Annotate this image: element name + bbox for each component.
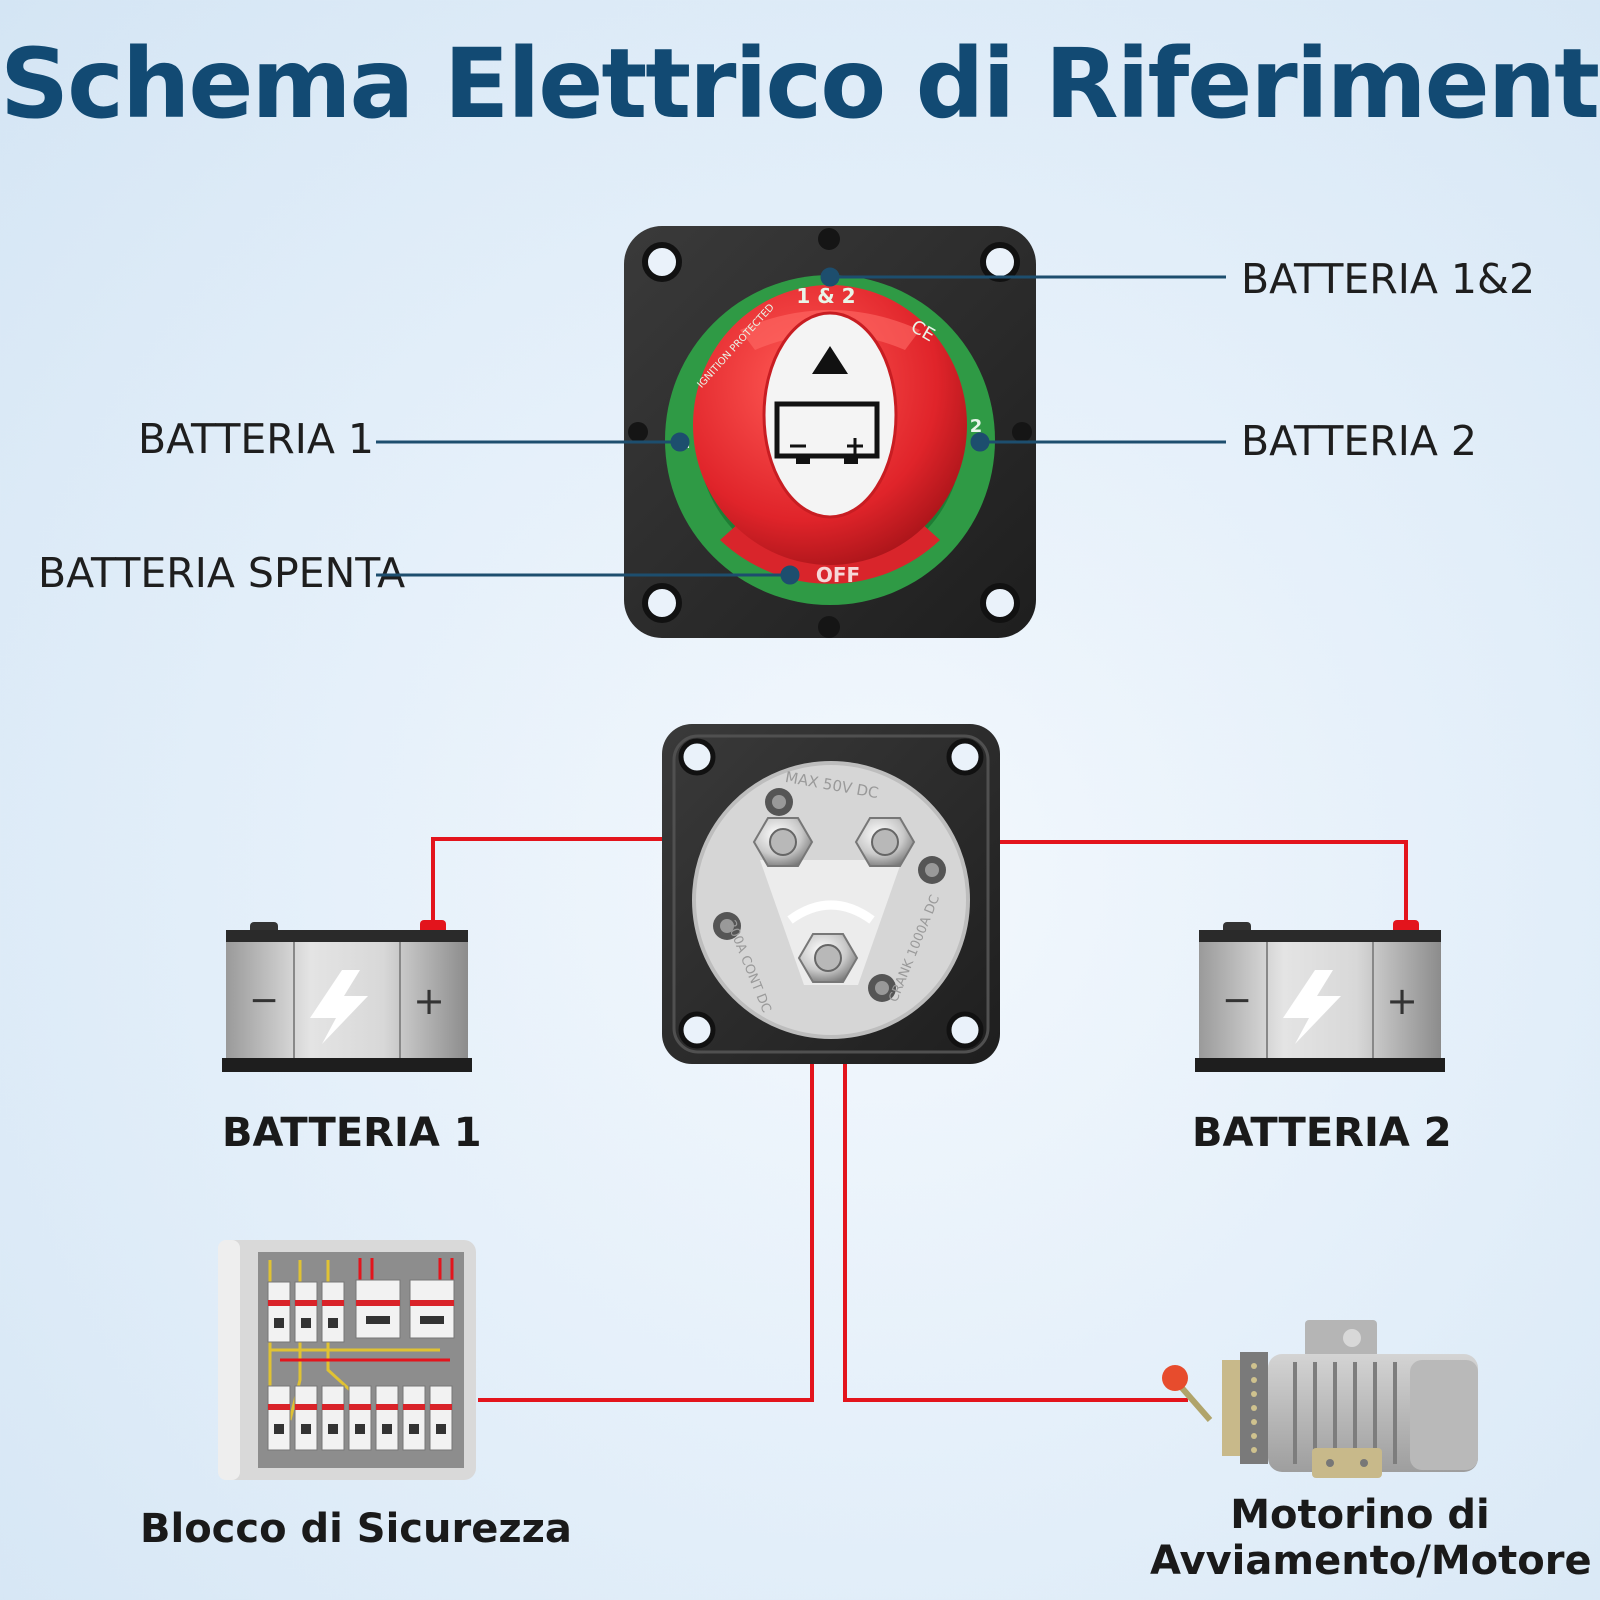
starter-motor-label-line1: Motorino di: [1230, 1492, 1490, 1538]
switch-mark-off: OFF: [816, 563, 860, 587]
callout-battery-both: BATTERIA 1&2: [1241, 255, 1536, 303]
battery-1-label: BATTERIA 1: [222, 1110, 482, 1156]
switch-mark-both: 1 & 2: [796, 284, 855, 308]
battery-2-illustration: − +: [1195, 920, 1445, 1072]
battery-1-illustration: − +: [222, 920, 472, 1072]
battery-switch-rear: MAX 50V DC 200A CONT DC CRANK 1000A DC: [662, 724, 1000, 1064]
battery-2-minus: −: [1222, 980, 1252, 1021]
callout-battery-off: BATTERIA SPENTA: [38, 549, 406, 597]
fuse-block-label: Blocco di Sicurezza: [140, 1506, 572, 1552]
battery-2-plus: +: [1386, 979, 1418, 1023]
page-title: Schema Elettrico di Riferimento: [0, 28, 1600, 140]
callout-lines: [376, 267, 1226, 585]
battery-2-label: BATTERIA 2: [1192, 1110, 1452, 1156]
switch-mark-2: 2: [970, 416, 983, 437]
callout-battery-1: BATTERIA 1: [138, 415, 375, 463]
battery-1-minus: −: [249, 980, 279, 1021]
battery-switch-front: 1 & 2 1 2 OFF CE IGNITION PROTECTED: [624, 226, 1036, 638]
fuse-block-illustration: [218, 1240, 476, 1480]
starter-motor-illustration: [1162, 1320, 1478, 1478]
callout-battery-2: BATTERIA 2: [1241, 417, 1478, 465]
starter-motor-label: Motorino di Avviamento/Motore: [1150, 1492, 1592, 1584]
starter-motor-label-line2: Avviamento/Motore: [1150, 1538, 1592, 1584]
battery-1-plus: +: [413, 979, 445, 1023]
